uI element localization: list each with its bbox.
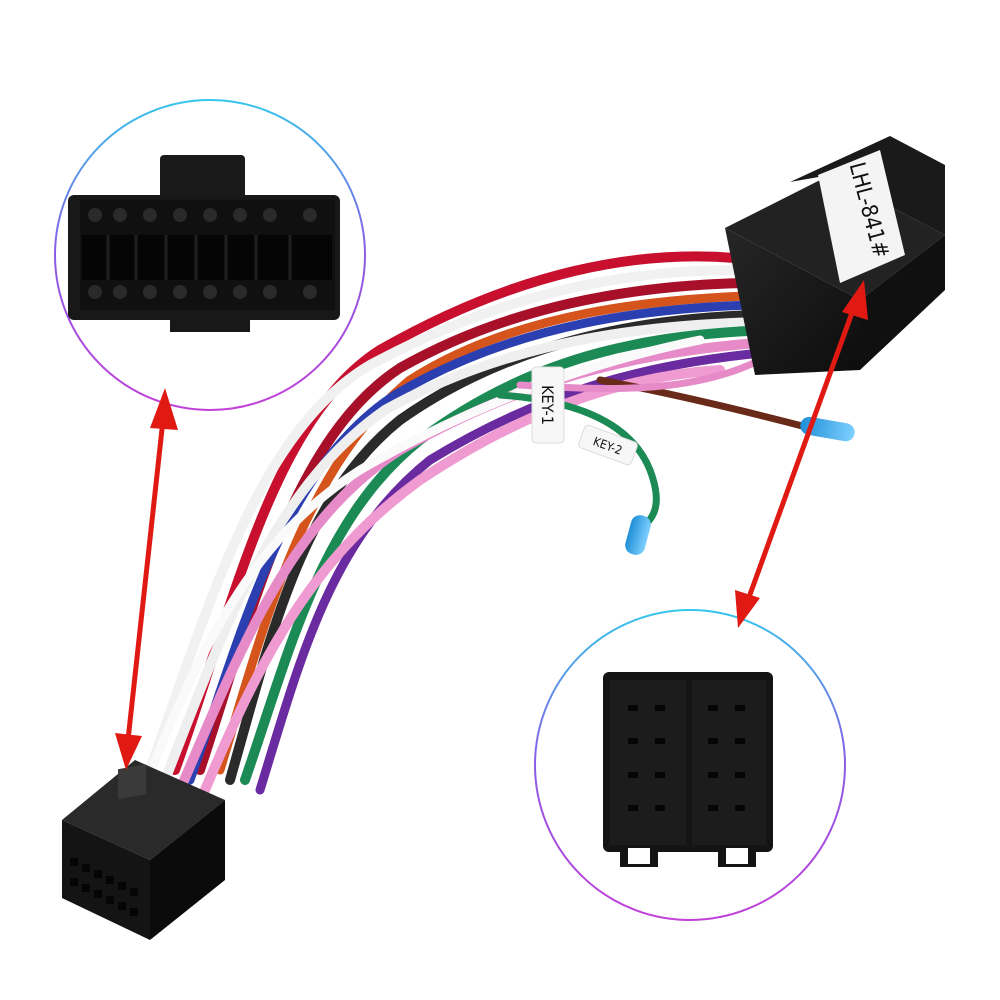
wire-purple	[255, 347, 777, 795]
wire-tag-key1: KEY-1	[531, 366, 565, 444]
iso-connector-closeup	[603, 672, 773, 867]
magnifier-circle-bottom-right	[534, 609, 846, 921]
double-headed-arrow-left	[115, 388, 178, 770]
plug-closeup-dividers	[106, 235, 292, 280]
magnifier-circle-top-left	[54, 99, 366, 411]
plug-closeup-pins	[88, 208, 317, 299]
wire-blue	[185, 300, 755, 785]
wire-pink-2	[200, 365, 725, 795]
iso-closeup-pins	[628, 705, 745, 811]
wire-white-2	[160, 317, 765, 785]
wire-bundle	[140, 251, 814, 795]
wire-white-3	[140, 335, 705, 790]
plug-pin-holes	[70, 858, 138, 916]
iso-adapter-block: LHL-841#	[725, 136, 945, 375]
radio-plug	[62, 760, 225, 940]
wire-tag-group: KEY-1 KEY-2	[531, 366, 638, 466]
wire-tag-key2: KEY-2	[578, 424, 638, 466]
wire-tag-key1-text: KEY-1	[538, 385, 557, 425]
double-headed-arrow-right	[735, 280, 868, 628]
terminal-cap-2	[625, 515, 651, 555]
wire-white	[145, 265, 745, 775]
plug-closeup	[68, 155, 340, 332]
